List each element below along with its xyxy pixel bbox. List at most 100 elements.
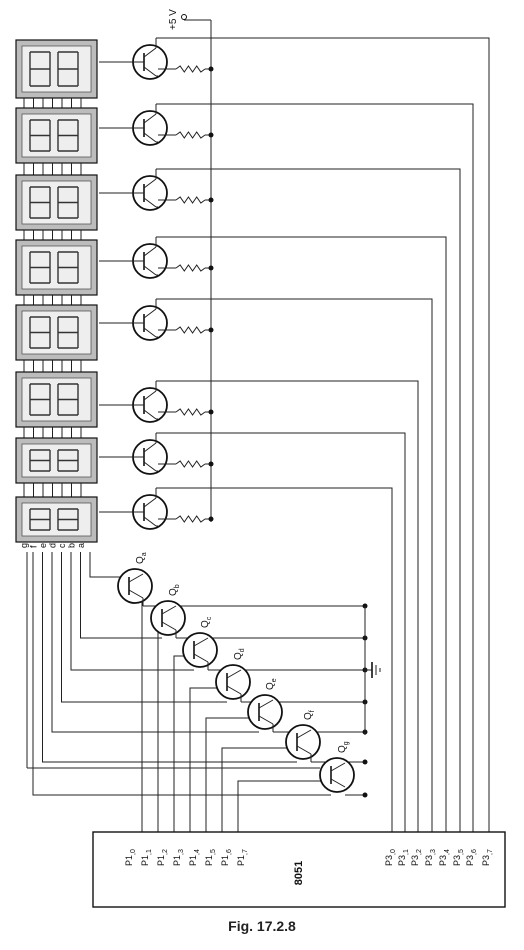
segment-line [42,552,297,763]
transistor-body [319,757,355,793]
segment-transistor-d: Qd [215,648,251,702]
port1-pin-label-sub: ,4 [194,849,201,855]
transistor-body [285,724,321,760]
digit-transistor [99,104,214,146]
transistor-body [150,600,186,636]
segment-line [70,552,194,671]
collector-lead [143,246,157,257]
transistor-body [215,664,251,700]
segment-transistor-c: Qc [182,616,218,670]
junction-dot [208,132,214,138]
resistor [175,326,206,334]
collector-lead [143,178,157,189]
resistor [175,264,206,272]
segment-label-a: a [76,543,86,548]
supply-label: +5 V [168,9,179,30]
segment-glyph [29,449,51,472]
ground-symbol [365,662,381,678]
port1-pin-label-sub: ,6 [226,849,233,855]
port1-line [205,712,260,832]
junction-dot [362,792,368,798]
figure-caption: Fig. 17.2.8 [228,918,296,934]
segment-glyph [57,316,79,349]
port1-line [189,682,228,832]
port1-pin-label-sub: ,3 [178,849,185,855]
segment-line [32,552,331,796]
port1-line [173,650,195,832]
segment-label-g: g [19,543,29,548]
port3-pin-label-sub: ,6 [471,849,478,855]
collector-lead [143,47,157,58]
transistor-subscript: e [271,678,278,682]
segment-label-b: b [67,543,77,548]
resistor [175,408,206,416]
port3-line [156,37,490,832]
emitter-lead [128,589,144,599]
transistor-label: Qb [168,584,181,596]
junction-dot [208,461,214,467]
port3-pin-label-sub: ,0 [390,849,397,855]
segment-transistor-e: Qe [247,678,283,732]
port1-pin-label-sub: ,5 [210,849,217,855]
seven-segment-display [15,496,98,543]
transistor-subscript: g [343,741,350,745]
digit-transistor [99,433,214,475]
collector-lead [193,637,209,647]
segment-label-f: f [29,545,39,548]
chip-label: 8051 [293,861,305,885]
segment-glyph [57,383,79,416]
digit-transistor [99,38,214,80]
port3-line [156,236,447,832]
segment-glyph [29,186,51,219]
digit-transistor [99,169,214,211]
collector-lead [128,573,144,583]
transistor-subscript: d [239,648,246,652]
segment-glyph [57,251,79,284]
emitter-lead [143,516,157,527]
transistor-body [117,568,153,604]
transistor-label: Qf [303,710,316,720]
seven-segment-display [15,304,98,372]
transistor-label: Qa [135,552,148,564]
transistor-label: Qe [265,678,278,690]
port3-line [156,298,433,832]
emitter-lead [143,197,157,208]
emitter-lead [143,461,157,472]
junction-dot [362,759,368,765]
segment-glyph [29,508,51,531]
digit-transistor [99,488,214,530]
junction-dot [208,516,214,522]
segment-line [89,552,129,578]
transistor-body [247,694,283,730]
transistor-body [182,632,218,668]
segment-line [51,552,259,733]
segment-glyph [29,119,51,152]
emitter-lead [143,409,157,420]
segment-glyph [57,449,79,472]
junction-dot [208,327,214,333]
segment-label-d: d [48,543,58,548]
port1-line [221,742,298,832]
emitter-lead [258,715,274,725]
segment-glyph [57,51,79,87]
collector-lead [143,442,157,453]
collector-lead [143,308,157,319]
seven-segment-display [15,174,98,240]
port3-pin-label-sub: ,3 [430,849,437,855]
port3-pin-label-sub: ,2 [416,849,423,855]
emitter-lead [193,653,209,663]
segment-line [61,552,227,703]
display-window [21,180,92,225]
seven-segment-display [15,107,98,175]
resistor [175,196,206,204]
collector-lead [330,762,346,772]
segment-glyph [29,383,51,416]
transistor-subscript: f [309,710,316,712]
junction-dot [208,197,214,203]
emitter-lead [143,327,157,338]
segment-transistor-b: Qb [150,584,186,638]
collector-lead [143,497,157,508]
seven-segment-display [15,371,98,438]
